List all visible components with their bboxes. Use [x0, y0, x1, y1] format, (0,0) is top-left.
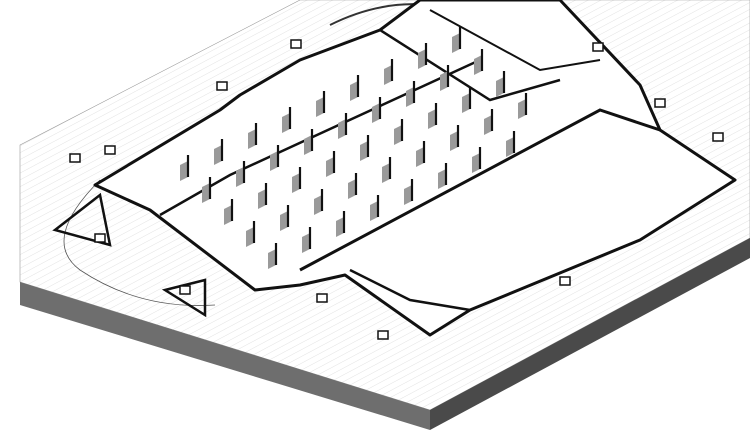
column	[316, 91, 326, 117]
interior-wall-core	[379, 28, 561, 102]
column	[202, 177, 212, 203]
column	[292, 167, 302, 193]
column	[472, 147, 482, 173]
column	[280, 205, 290, 231]
interior-wall-partition	[299, 108, 661, 272]
column	[462, 87, 472, 113]
column	[236, 161, 246, 187]
column	[406, 81, 416, 107]
site-fixture-box	[592, 42, 604, 52]
column	[404, 179, 414, 205]
column	[314, 189, 324, 215]
site-fixture-box	[316, 293, 328, 303]
site-fixture-box	[712, 132, 724, 142]
column	[336, 211, 346, 237]
column	[474, 49, 484, 75]
site-fixtures	[69, 39, 724, 340]
site-fixture-box	[69, 153, 81, 163]
column	[428, 103, 438, 129]
column	[450, 125, 460, 151]
column	[246, 221, 256, 247]
interior-wall-long	[159, 58, 481, 217]
column	[372, 97, 382, 123]
column	[506, 131, 516, 157]
column	[438, 163, 448, 189]
column-grid	[180, 27, 528, 269]
site-fixture-box	[179, 285, 191, 295]
column	[270, 145, 280, 171]
column	[224, 199, 234, 225]
site-fixture-box	[94, 233, 106, 243]
column	[214, 139, 224, 165]
column	[302, 227, 312, 253]
column	[484, 109, 494, 135]
column	[282, 107, 292, 133]
building-floor	[93, 0, 737, 337]
site-fixture-box	[216, 81, 228, 91]
column	[350, 75, 360, 101]
interior-wall-partition-2	[349, 268, 471, 312]
site-fixture-box	[377, 330, 389, 340]
site-fixture-box	[559, 276, 571, 286]
column	[518, 93, 528, 119]
column	[304, 129, 314, 155]
column	[452, 27, 462, 53]
column	[418, 43, 428, 69]
column	[268, 243, 278, 269]
site-fixture-box	[104, 145, 116, 155]
column	[370, 195, 380, 221]
column	[496, 71, 506, 97]
column	[248, 123, 258, 149]
site-fixture-box	[290, 39, 302, 49]
slab-right-side	[430, 238, 750, 430]
column	[440, 65, 450, 91]
interior-wall-core-2	[429, 9, 601, 72]
column	[338, 113, 348, 139]
column	[382, 157, 392, 183]
floor-outline	[93, 0, 737, 337]
column	[416, 141, 426, 167]
column	[348, 173, 358, 199]
column	[360, 135, 370, 161]
site-fixture-box	[654, 98, 666, 108]
slab-left-side	[20, 282, 430, 430]
column	[326, 151, 336, 177]
column	[258, 183, 268, 209]
column	[180, 155, 190, 181]
column	[384, 59, 394, 85]
column	[394, 119, 404, 145]
